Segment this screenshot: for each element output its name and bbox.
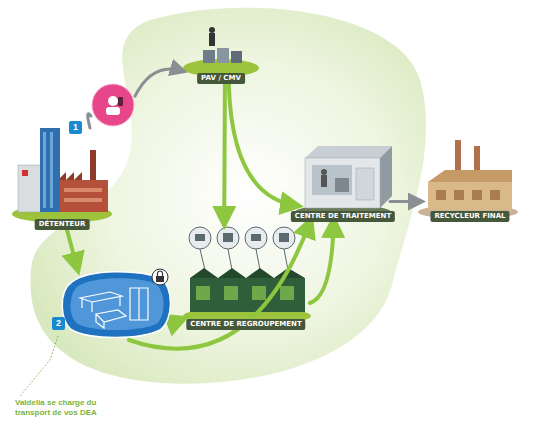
note-text: Valdelia se charge du transport de vos D… — [15, 398, 103, 418]
transport-blob: 2 — [60, 268, 175, 340]
flow-arrow — [175, 319, 182, 322]
lock-badge — [152, 269, 168, 285]
node-label: CENTRE DE TRAITEMENT — [291, 211, 395, 222]
grouping-node: CENTRE DE REGROUPEMENT — [182, 222, 310, 330]
circle-outline — [91, 83, 135, 127]
flow-arrow — [310, 222, 334, 303]
callout-number: 1 — [69, 121, 82, 134]
background-blob — [30, 8, 426, 384]
drop-off-node: PAV / CMV — [182, 40, 260, 84]
final-recycler — [418, 140, 518, 219]
holder-node: DÉTENTEUR — [12, 128, 112, 230]
node-label: PAV / CMV — [197, 73, 245, 84]
grouping-centre — [183, 227, 311, 325]
pickup-circle: 1 — [91, 83, 135, 127]
flow-arrow — [135, 69, 182, 96]
drop-off-point — [183, 27, 259, 77]
holder-buildings — [12, 128, 112, 223]
recycler-node: RECYCLEUR FINAL — [420, 140, 520, 222]
leader-line — [20, 336, 58, 396]
table-icon — [80, 292, 122, 312]
box-icon — [96, 310, 126, 328]
callout-number: 2 — [52, 317, 65, 330]
treatment-node: CENTRE DE TRAITEMENT — [296, 140, 390, 222]
circle-shape — [92, 84, 134, 126]
phone-icon — [118, 97, 123, 106]
flow-arrow — [390, 200, 420, 203]
blob-outline — [60, 268, 175, 340]
flow-arrow — [222, 84, 227, 222]
flow-arrow — [88, 114, 91, 128]
cabinet-icon — [130, 288, 148, 320]
node-label: RECYCLEUR FINAL — [430, 211, 509, 222]
node-label: CENTRE DE REGROUPEMENT — [186, 319, 305, 330]
flow-arrow — [67, 230, 77, 268]
lock-icon — [158, 271, 163, 276]
flow-arrow — [229, 84, 296, 206]
lock-icon — [156, 276, 164, 282]
person-icon — [108, 96, 118, 106]
furniture-icons — [80, 288, 148, 328]
person-icon — [106, 107, 120, 115]
treatment-centre — [295, 146, 392, 219]
blob-inner — [71, 278, 164, 330]
node-label: DÉTENTEUR — [35, 219, 90, 230]
